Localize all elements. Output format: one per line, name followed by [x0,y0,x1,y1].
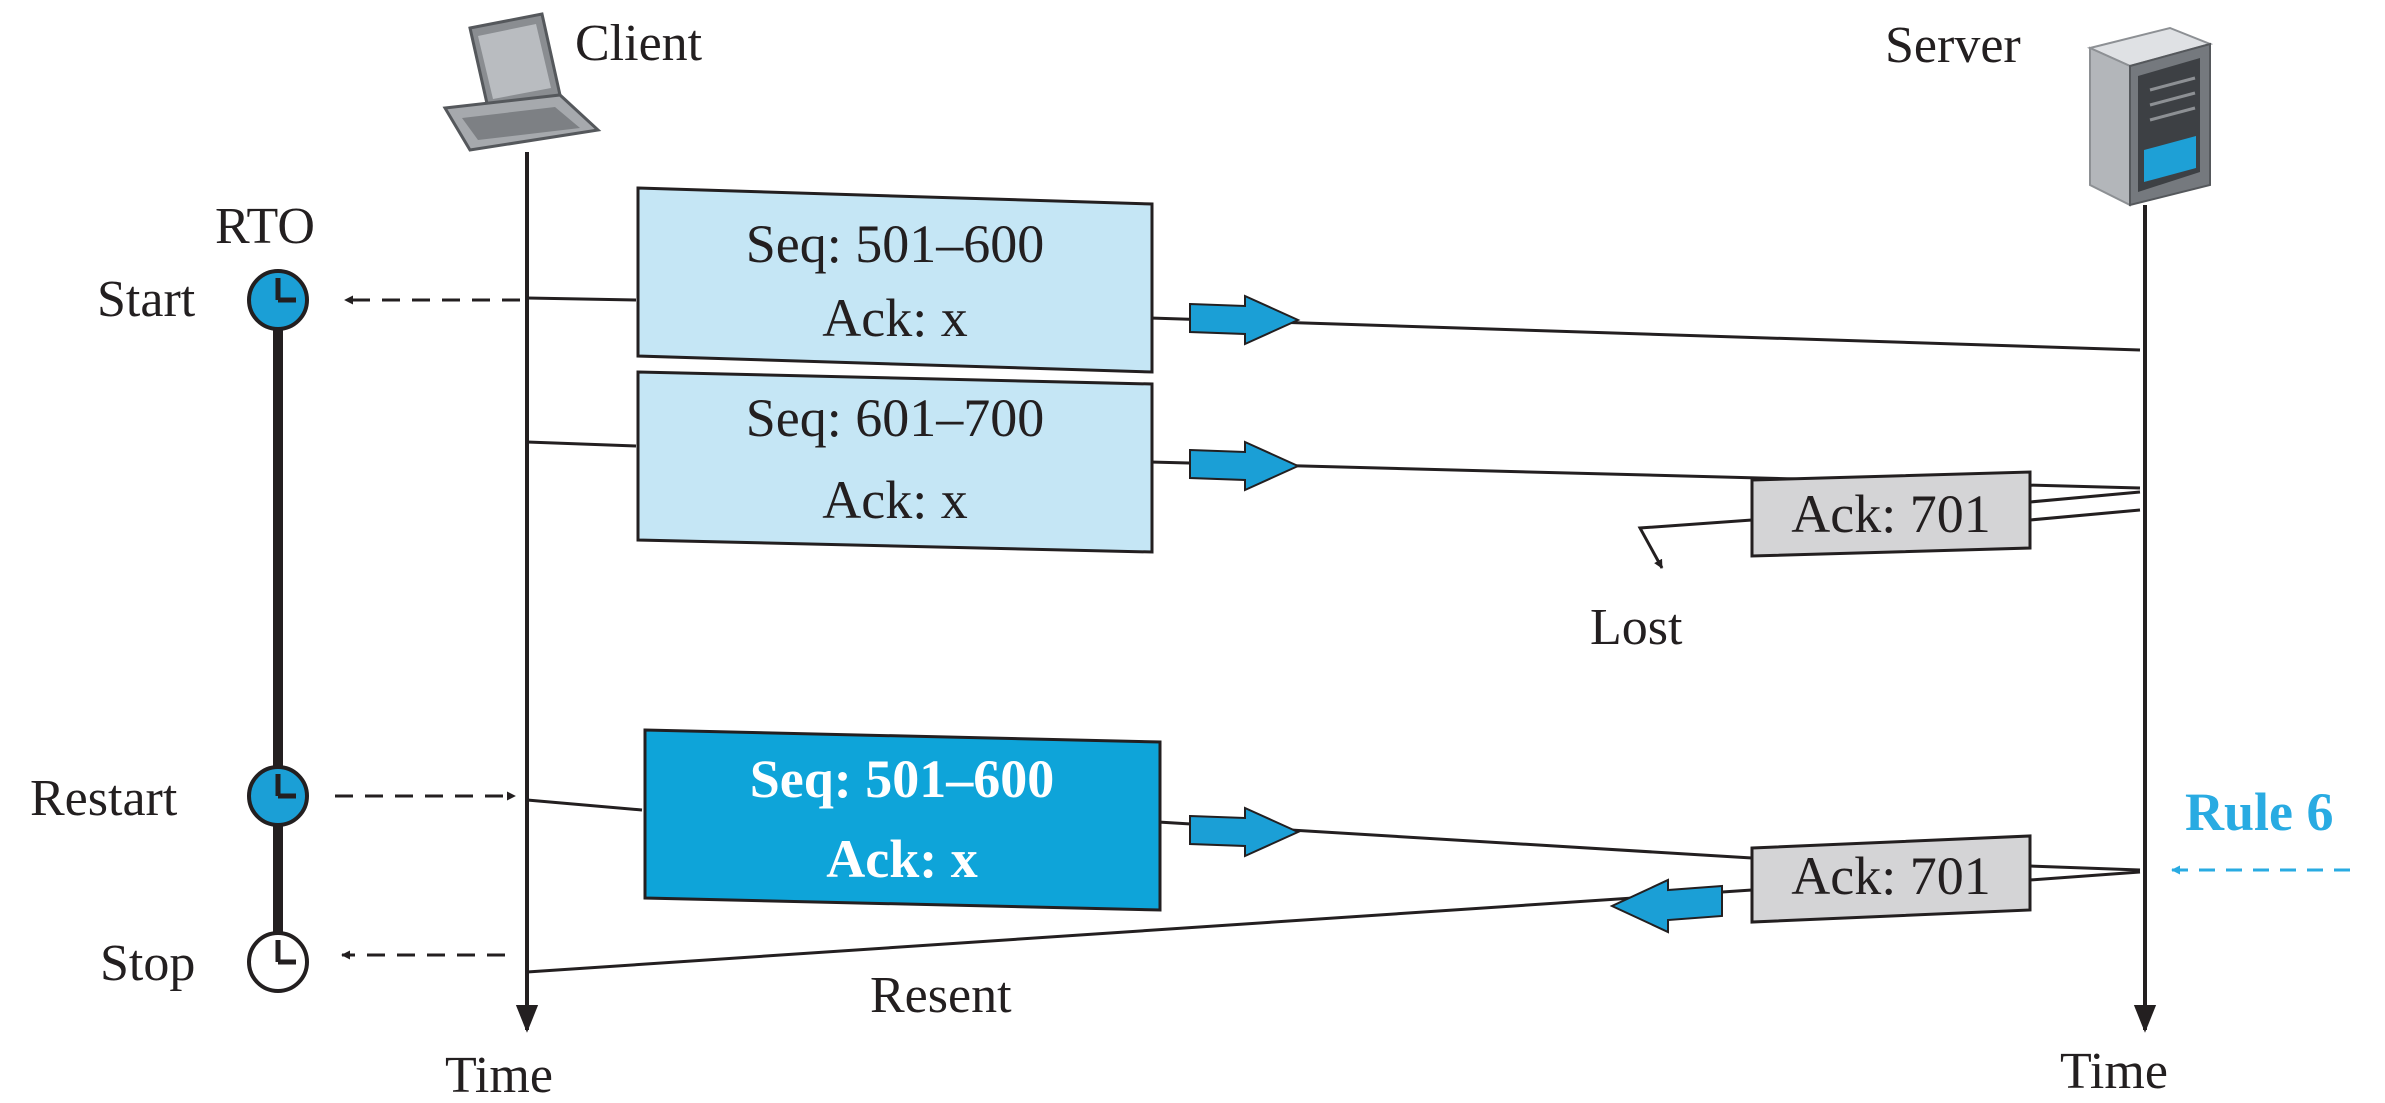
ack-1-lost-arrow [1637,518,1753,569]
rule-label: Rule 6 [2185,782,2334,842]
segment-1-line [526,296,637,302]
resent-label: Resent [870,967,1012,1024]
ack-1-line-right [2029,490,2141,504]
segment-3-line-end [2029,864,2141,872]
server-icon [2086,26,2214,207]
ack-2-line-left [526,888,1753,974]
ack-2-direction-arrow-icon [1609,878,1723,934]
segment-3-box: Seq: 501–600 Ack: x [643,728,1162,912]
clock-restart-icon [247,765,309,827]
segment-2-direction-arrow-icon [1189,440,1301,492]
segment-1-box: Seq: 501–600 Ack: x [636,186,1154,374]
clock-stop-icon [247,931,309,993]
client-label: Client [575,15,703,72]
ack-1-box: Ack: 701 [1750,470,2032,558]
timer-restart-label: Restart [30,770,178,827]
segment-1-line-right [1149,316,2141,352]
ack-1-label: Ack: 701 [1791,484,1990,544]
laptop-icon [442,12,602,152]
lost-label: Lost [1590,599,1683,656]
ack-2-label: Ack: 701 [1791,846,1990,906]
segment-2-seq: Seq: 601–700 [746,388,1045,448]
segment-3-seq: Seq: 501–600 [750,749,1055,809]
rto-label: RTO [215,198,315,255]
segment-3-direction-arrow-icon [1189,806,1301,858]
timer-stop-label: Stop [100,935,195,992]
server-label: Server [1885,17,2021,74]
ack-2-box: Ack: 701 [1750,834,2032,924]
segment-3-ack: Ack: x [826,829,977,889]
segment-2-box: Seq: 601–700 Ack: x [636,370,1154,554]
clock-start-icon [247,269,309,331]
segment-2-ack: Ack: x [822,470,967,530]
timer-start-label: Start [97,271,196,328]
segment-1-seq: Seq: 501–600 [746,214,1045,274]
client-time-label: Time [445,1047,553,1103]
segment-1-ack: Ack: x [822,288,967,348]
segment-3-line [526,798,643,812]
server-time-label: Time [2060,1043,2168,1100]
ack-2-line-right [2029,870,2141,882]
segment-1-direction-arrow-icon [1189,294,1301,346]
ack-1-line-right-2 [2029,508,2141,522]
segment-2-line [526,440,637,448]
